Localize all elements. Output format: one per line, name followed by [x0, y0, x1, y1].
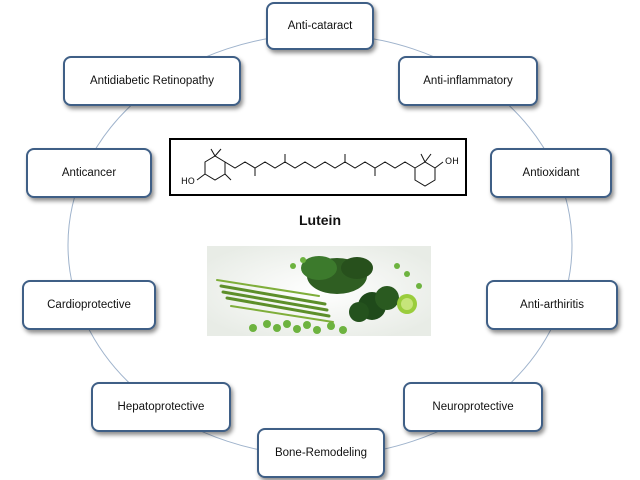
node-anti-inflammatory: Anti-inflammatory	[398, 56, 538, 106]
node-neuroprotective: Neuroprotective	[403, 382, 543, 432]
node-anti-arthiritis: Anti-arthiritis	[486, 280, 618, 330]
node-hepatoprotective: Hepatoprotective	[91, 382, 231, 432]
molecule-label-ho: HO	[181, 177, 195, 187]
lutein-molecule-icon: HO OH	[181, 148, 459, 187]
node-cardioprotective: Cardioprotective	[22, 280, 156, 330]
lutein-structure-box: HO OH	[169, 138, 467, 196]
green-vegetables-image	[207, 246, 431, 336]
node-antidiabetic-retinopathy: Antidiabetic Retinopathy	[63, 56, 241, 106]
node-antioxidant: Antioxidant	[490, 148, 612, 198]
node-anticancer: Anticancer	[26, 148, 152, 198]
node-anti-cataract: Anti-cataract	[266, 2, 374, 50]
molecule-label-oh: OH	[445, 157, 459, 167]
center-title: Lutein	[299, 212, 341, 228]
node-bone-remodeling: Bone-Remodeling	[257, 428, 385, 478]
